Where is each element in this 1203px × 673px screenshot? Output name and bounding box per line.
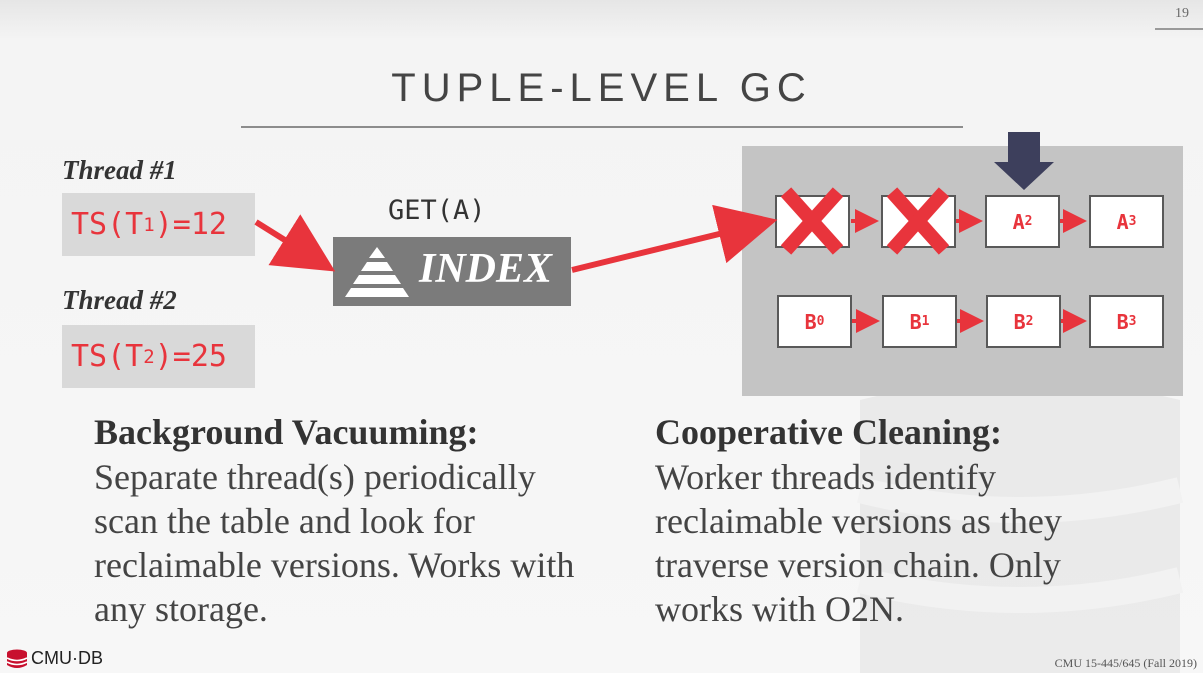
- course-footer: CMU 15-445/645 (Fall 2019): [1054, 656, 1197, 670]
- ts-suffix: )=12: [154, 207, 227, 242]
- current-version-down-arrow: [994, 132, 1054, 190]
- version-label: A: [1012, 209, 1025, 234]
- background-vacuuming-body: Separate thread(s) periodically scan the…: [94, 457, 575, 629]
- thread-to-index-arrow: [254, 214, 336, 272]
- slide-number-rule: [1155, 28, 1203, 30]
- get-operation-label: GET(A): [388, 195, 486, 226]
- version-subscript: 3: [1128, 214, 1137, 229]
- reclaimed-x-icon: [886, 187, 950, 255]
- ts-prefix: TS(T: [71, 339, 144, 374]
- version-label: B: [1013, 309, 1026, 334]
- index-to-chain-arrow: [571, 204, 778, 273]
- version-chain-panel: [742, 146, 1183, 396]
- background-vacuuming-heading: Background Vacuuming:: [94, 412, 479, 452]
- ts-subscript: 2: [143, 345, 155, 368]
- slide-number: 19: [1175, 6, 1189, 21]
- version-subscript: 0: [816, 314, 825, 329]
- database-watermark-icon: [856, 380, 1184, 673]
- version-subscript: 1: [921, 314, 930, 329]
- cooperative-cleaning-body: Worker threads identify reclaimable vers…: [655, 457, 1062, 629]
- version-subscript: 2: [1025, 314, 1034, 329]
- reclaimed-x-icon: [780, 187, 844, 255]
- title-underline: [241, 126, 963, 128]
- cooperative-cleaning-heading: Cooperative Cleaning:: [655, 412, 1002, 452]
- ts-suffix: )=25: [154, 339, 227, 374]
- ts-subscript: 1: [143, 213, 155, 236]
- slide-title: TUPLE-LEVEL GC: [391, 66, 812, 110]
- thread-1-label: Thread #1: [62, 155, 177, 185]
- pyramid-icon: [345, 247, 409, 297]
- cmu-db-logo: CMU·DB: [6, 648, 103, 669]
- index-label: INDEX: [419, 246, 553, 292]
- ts-prefix: TS(T: [71, 207, 144, 242]
- version-label: B: [1116, 309, 1129, 334]
- index-box: INDEX: [333, 237, 571, 306]
- version-label: B: [909, 309, 922, 334]
- version-label: B: [804, 309, 817, 334]
- version-subscript: 2: [1024, 214, 1033, 229]
- version-label: A: [1116, 209, 1129, 234]
- logo-text: CMU·DB: [31, 648, 103, 668]
- thread-2-label: Thread #2: [62, 285, 177, 315]
- version-subscript: 3: [1128, 314, 1137, 329]
- database-icon: [6, 649, 28, 668]
